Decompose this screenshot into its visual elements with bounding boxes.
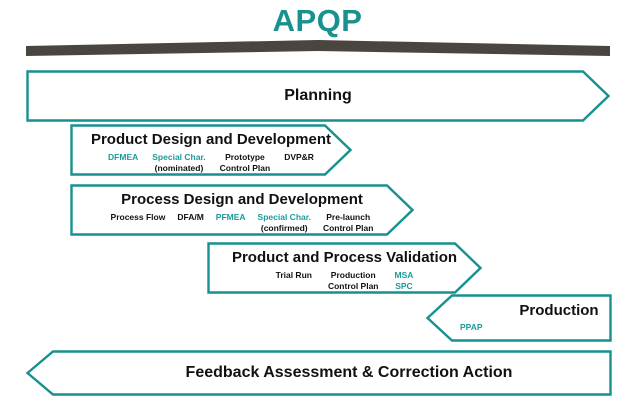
sub-item-dfmea: DFMEA xyxy=(108,152,139,162)
sub-item-dvpr: DVP&R xyxy=(284,152,314,162)
sub-labels-product-design: DFMEA Special Char. (nominated) Prototyp… xyxy=(108,152,314,173)
band-title-production: Production xyxy=(519,302,599,319)
page-title: APQP xyxy=(272,3,363,38)
tapered-divider-bar xyxy=(26,40,610,62)
sub-item-prototype-control-plan: Prototype Control Plan xyxy=(219,152,271,173)
sub-item-production-control-plan: Production Control Plan xyxy=(327,270,379,291)
band-planning[interactable]: Planning xyxy=(26,70,610,122)
sub-item-special-char-confirmed: Special Char. (confirmed) xyxy=(257,212,311,233)
sub-item-special-char-nominated: Special Char. (nominated) xyxy=(152,152,206,173)
sub-item-pre-launch-control-plan: Pre-launch Control Plan xyxy=(322,212,374,233)
sub-labels-process-design: Process Flow DFA/M PFMEA Special Char. (… xyxy=(111,212,374,233)
sub-item-process-flow: Process Flow xyxy=(110,212,166,222)
band-production[interactable]: Production PPAP xyxy=(426,294,612,342)
band-title-validation: Product and Process Validation xyxy=(231,249,458,266)
sub-item-pfmea: PFMEA xyxy=(215,212,246,222)
sub-item-msa-spc: MSA SPC xyxy=(394,270,414,291)
band-validation[interactable]: Product and Process Validation Trial Run… xyxy=(207,242,482,294)
sub-labels-validation: Trial Run Production Control Plan MSA SP… xyxy=(276,270,414,291)
sub-item-ppap: PPAP xyxy=(460,322,483,332)
sub-labels-production: PPAP xyxy=(452,322,483,333)
band-title-feedback: Feedback Assessment & Correction Action xyxy=(185,364,513,381)
sub-item-trial-run: Trial Run xyxy=(275,270,312,280)
band-product-design[interactable]: Product Design and Development DFMEA Spe… xyxy=(70,124,352,176)
band-title-planning: Planning xyxy=(284,87,352,104)
band-title-product-design: Product Design and Development xyxy=(90,131,332,148)
sub-item-dfam: DFA/M xyxy=(177,212,204,222)
band-process-design[interactable]: Process Design and Development Process F… xyxy=(70,184,414,236)
band-title-process-design: Process Design and Development xyxy=(121,191,363,208)
band-feedback[interactable]: Feedback Assessment & Correction Action xyxy=(26,350,612,396)
